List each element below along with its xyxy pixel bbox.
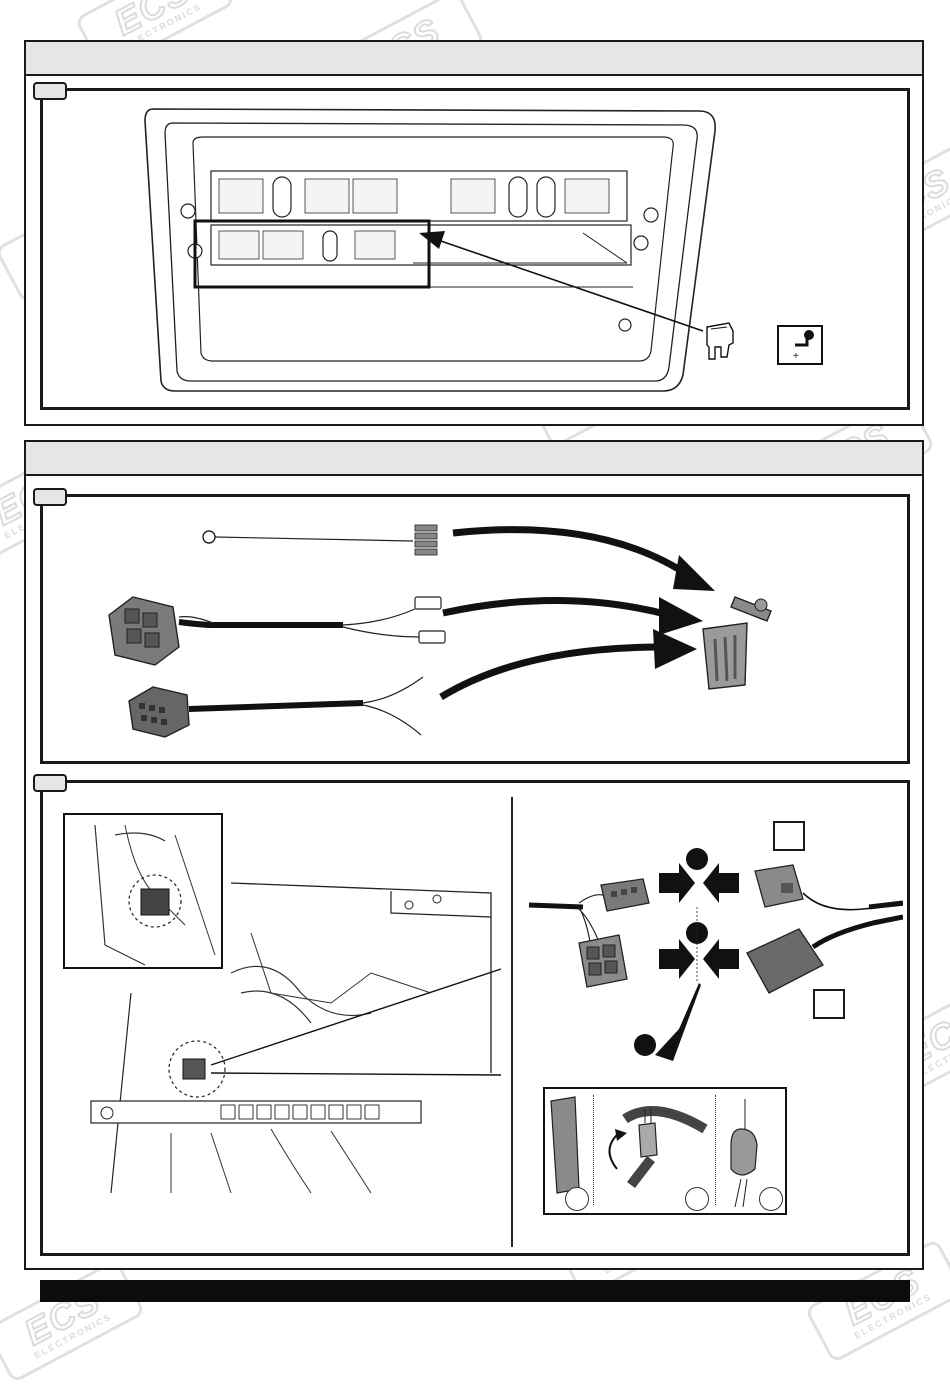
step-tab-1 [33, 82, 67, 100]
step-circle-c [759, 1187, 783, 1211]
connector-right-bottom-icon [746, 928, 824, 994]
label-box-bottom [813, 989, 845, 1019]
connector-small-icon [128, 686, 190, 738]
section-header [26, 42, 922, 76]
connector-pairing-illustration [528, 848, 903, 1061]
step-separator [593, 1095, 594, 1205]
step-tab-3 [33, 774, 67, 792]
connector-left-top-icon [600, 878, 650, 912]
plus-terminal-icon: + [777, 325, 823, 365]
vertical-divider [511, 797, 513, 1247]
highlight-frame [193, 219, 431, 289]
bent-pin-icon [795, 330, 814, 347]
panel-fuse-box-diagram: + [40, 88, 910, 410]
inset-detail [63, 813, 223, 969]
rotate-arrow-icon [608, 1129, 627, 1170]
footer-bar [40, 1280, 910, 1302]
panel-connector-installation [40, 780, 910, 1256]
section-header [26, 442, 922, 476]
discard-parts-illustration [108, 524, 715, 738]
panel-discard-parts [40, 494, 910, 764]
trash-bin-icon [702, 596, 772, 690]
step-separator [715, 1095, 716, 1205]
fuse-icon [706, 322, 734, 360]
step-circle-b [685, 1187, 709, 1211]
connector-left-bottom-icon [578, 934, 628, 988]
step-tab-2 [33, 488, 67, 506]
inset-illustration [94, 824, 216, 966]
vehicle-interior-illustration [90, 882, 501, 1194]
arrow-left-icon [703, 863, 739, 903]
connector-large-icon [108, 596, 180, 666]
plus-label: + [793, 351, 799, 362]
step-circle-a [565, 1187, 589, 1211]
taping-illustration [550, 1096, 758, 1208]
connector-right-top-icon [754, 864, 804, 908]
fuse-box-illustration [144, 108, 716, 392]
label-box-top [773, 821, 805, 851]
arrow-right-icon [659, 863, 695, 903]
taping-steps-strip [543, 1087, 787, 1215]
